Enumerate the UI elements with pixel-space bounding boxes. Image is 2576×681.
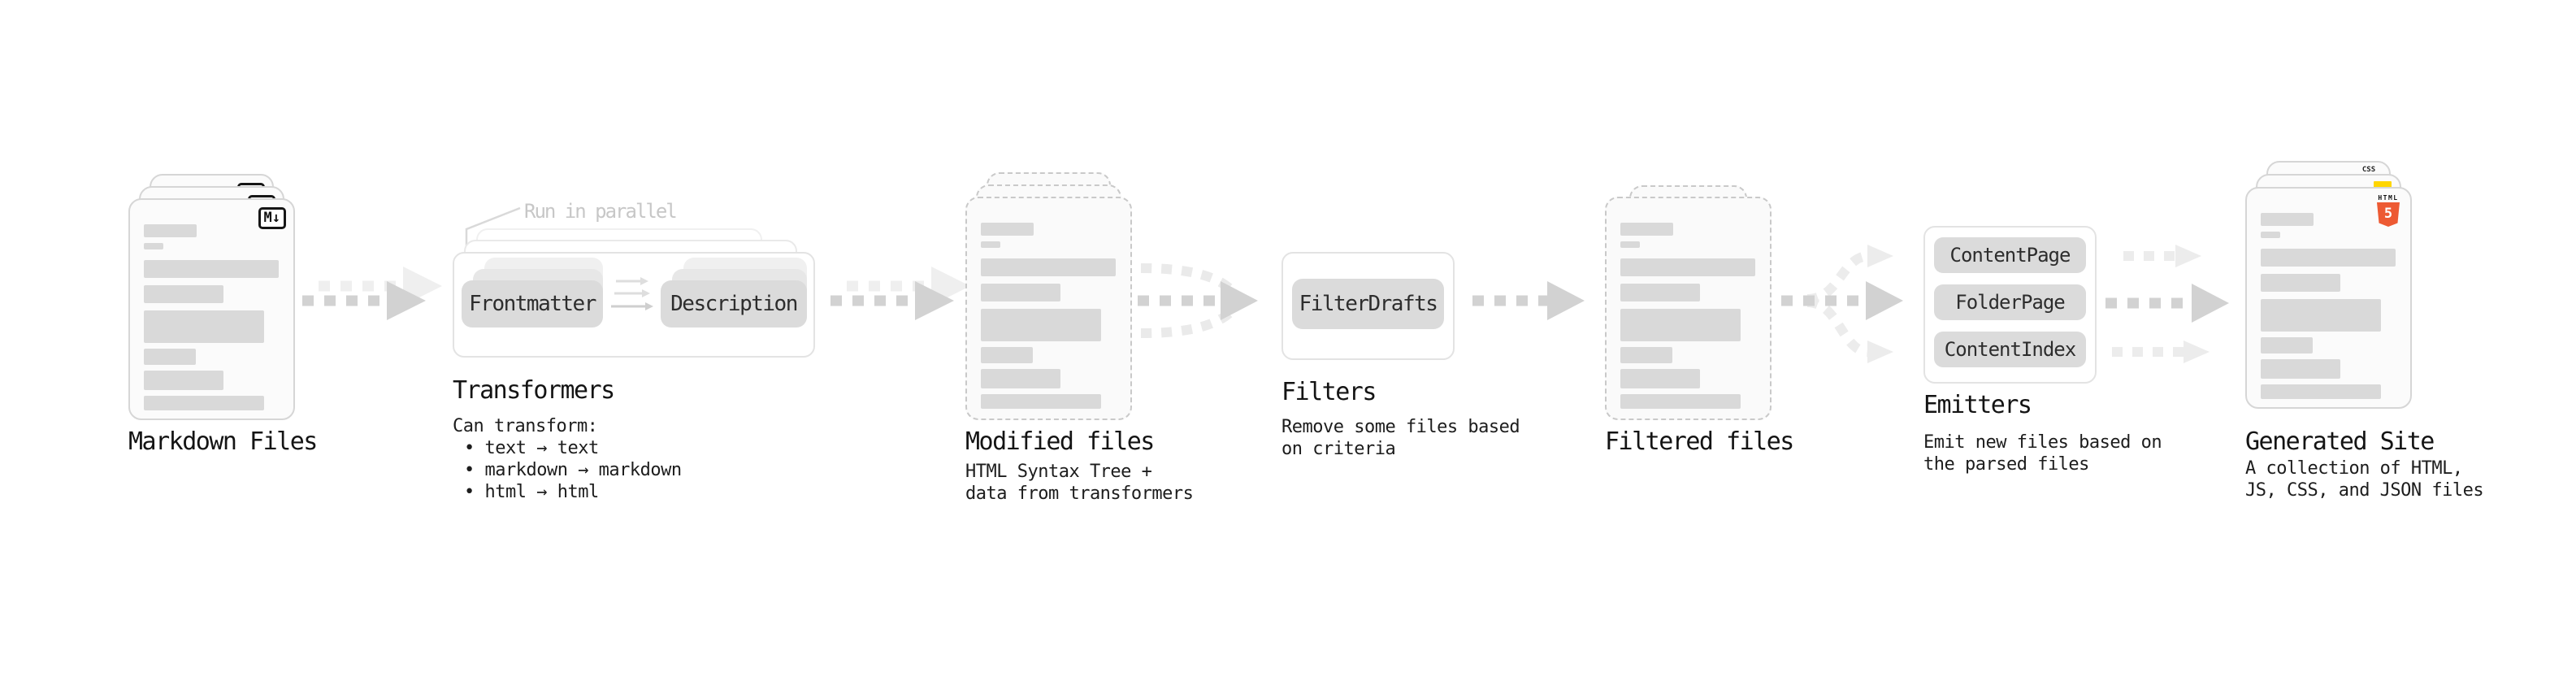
caption-line: A collection of HTML,	[2245, 458, 2463, 479]
stage-label-generated-site: Generated Site	[2245, 427, 2435, 456]
stage-label-modified-files: Modified files	[965, 427, 1155, 456]
caption-line: HTML Syntax Tree +	[965, 462, 1152, 482]
stage-label-filtered-files: Filtered files	[1605, 427, 1794, 456]
caption-line: data from transformers	[965, 484, 1194, 504]
stage-label-filters: Filters	[1281, 378, 1377, 406]
caption-line: JS, CSS, and JSON files	[2245, 480, 2484, 501]
modified-file-card-front	[965, 197, 1132, 420]
text-placeholder-bars	[144, 224, 279, 410]
text-placeholder-bars	[1620, 223, 1755, 409]
arrow-split-to-emitters	[1781, 245, 1903, 363]
emitters-caption: Emit new files based on the parsed files	[1923, 432, 2162, 475]
stage-label-emitters: Emitters	[1923, 391, 2032, 419]
arrow-merge-to-filters	[1138, 263, 1258, 338]
caption-line: Can transform:	[453, 416, 598, 436]
bullet-line: • html → html	[464, 482, 599, 502]
caption-line: on criteria	[1281, 439, 1396, 459]
bullet-line: • text → text	[464, 438, 599, 458]
transformers-caption: Can transform: • text → text • markdown …	[453, 415, 682, 503]
markdown-file-card-front: M↓	[128, 198, 295, 420]
caption-line: Remove some files based	[1281, 417, 1520, 437]
description-pill: Description	[661, 280, 807, 327]
arrow-markdown-to-transformers	[302, 267, 442, 320]
stage-label-transformers: Transformers	[453, 376, 615, 405]
html5-icon-shield: 5	[2377, 202, 2400, 227]
css-badge-label: CSS	[2361, 166, 2376, 174]
modified-files-caption: HTML Syntax Tree + data from transformer…	[965, 461, 1194, 505]
arrow-transformers-to-modified	[830, 267, 970, 320]
caption-line: the parsed files	[1923, 454, 2089, 475]
transform-arrows-icon	[611, 277, 653, 310]
arrow-filters-to-filtered	[1472, 281, 1585, 320]
arrows-emitters-to-site	[2105, 245, 2229, 363]
html5-icon: HTML 5	[2374, 194, 2403, 227]
filters-caption: Remove some files based on criteria	[1281, 416, 1520, 460]
parallel-note-leader-line	[465, 206, 521, 247]
filtered-file-card-front	[1605, 197, 1772, 420]
generated-site-caption: A collection of HTML, JS, CSS, and JSON …	[2245, 458, 2484, 501]
site-file-card-html: HTML 5	[2245, 187, 2412, 409]
parallel-note: Run in parallel	[524, 200, 678, 223]
folderpage-pill: FolderPage	[1934, 284, 2086, 320]
markdown-icon: M↓	[258, 207, 286, 229]
text-placeholder-bars	[981, 223, 1116, 409]
contentindex-pill: ContentIndex	[1934, 332, 2086, 367]
html5-icon-label: HTML	[2378, 194, 2399, 202]
frontmatter-pill: Frontmatter	[462, 280, 603, 327]
caption-line: Emit new files based on	[1923, 432, 2162, 453]
bullet-line: • markdown → markdown	[464, 460, 682, 480]
contentpage-pill: ContentPage	[1934, 237, 2086, 273]
stage-label-markdown-files: Markdown Files	[128, 427, 318, 456]
filterdrafts-pill: FilterDrafts	[1292, 279, 1444, 329]
text-placeholder-bars	[2261, 213, 2396, 399]
